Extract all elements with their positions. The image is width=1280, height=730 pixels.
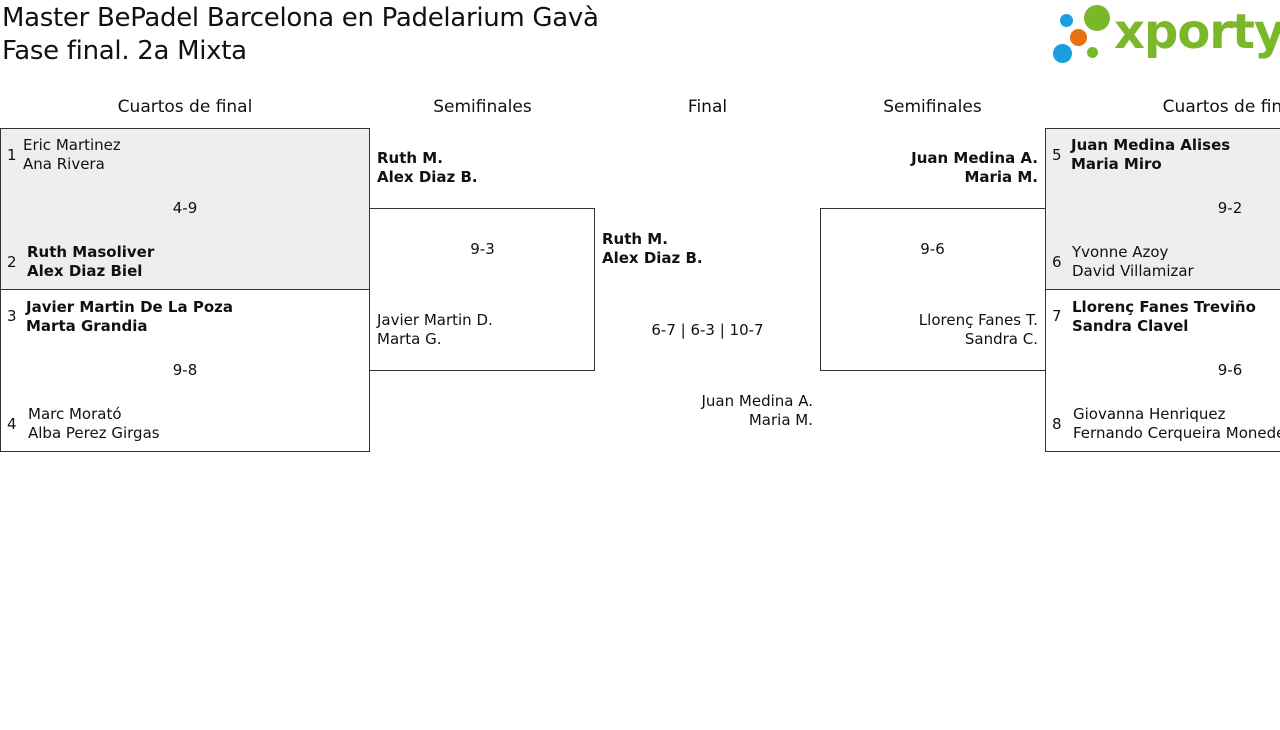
team-seed: 4 bbox=[7, 415, 17, 433]
logo-wordmark: xporty bbox=[1114, 4, 1280, 60]
player-name-finalist[interactable]: Ruth M. bbox=[602, 230, 668, 248]
match-quarterfinal-4[interactable] bbox=[1045, 289, 1280, 452]
player-name-winner[interactable]: Ruth M. bbox=[377, 149, 443, 167]
logo-dot-blue-large bbox=[1053, 44, 1072, 63]
team-seed: 6 bbox=[1052, 253, 1062, 271]
team-seed: 8 bbox=[1052, 415, 1062, 433]
round-title-right-quarterfinals: Cuartos de final bbox=[1162, 97, 1280, 117]
player-name[interactable]: Giovanna Henriquez bbox=[1073, 405, 1226, 423]
match-quarterfinal-3[interactable] bbox=[1045, 128, 1280, 290]
match-score: 9-6 bbox=[1217, 361, 1243, 379]
match-score: 9-2 bbox=[1217, 199, 1243, 217]
match-score: 9-8 bbox=[172, 361, 198, 379]
page-title: Master BePadel Barcelona en Padelarium G… bbox=[2, 2, 599, 68]
player-name[interactable]: David Villamizar bbox=[1072, 262, 1194, 280]
player-name-winner[interactable]: Juan Medina A. bbox=[911, 149, 1038, 167]
player-name-finalist[interactable]: Alex Diaz B. bbox=[602, 249, 703, 267]
player-name[interactable]: Yvonne Azoy bbox=[1072, 243, 1169, 261]
team-seed: 7 bbox=[1052, 307, 1062, 325]
round-title-right-semifinals: Semifinales bbox=[883, 97, 982, 117]
player-name[interactable]: Marta G. bbox=[377, 330, 442, 348]
player-name-winner[interactable]: Maria Miro bbox=[1071, 155, 1162, 173]
player-name-winner[interactable]: Alex Diaz B. bbox=[377, 168, 478, 186]
player-name[interactable]: Sandra C. bbox=[964, 330, 1038, 348]
player-name[interactable]: Ana Rivera bbox=[23, 155, 105, 173]
xporty-logo[interactable]: xporty bbox=[1052, 4, 1280, 66]
match-semifinal-left[interactable] bbox=[369, 208, 595, 371]
team-seed: 1 bbox=[7, 146, 17, 164]
tournament-name: Master BePadel Barcelona en Padelarium G… bbox=[2, 3, 599, 33]
match-score: 9-3 bbox=[470, 240, 495, 258]
player-name-winner[interactable]: Sandra Clavel bbox=[1072, 317, 1189, 335]
match-score: 4-9 bbox=[172, 199, 198, 217]
logo-dot-orange bbox=[1070, 29, 1087, 46]
final-score: 6-7 | 6-3 | 10-7 bbox=[651, 321, 764, 339]
player-name[interactable]: Fernando Cerqueira Monedero bbox=[1073, 424, 1280, 442]
player-name-winner[interactable]: Alex Diaz Biel bbox=[27, 262, 143, 280]
player-name[interactable]: Eric Martinez bbox=[23, 136, 121, 154]
round-title-final: Final bbox=[687, 97, 728, 117]
player-name-winner[interactable]: Llorenç Fanes Treviño bbox=[1072, 298, 1256, 316]
round-title-left-semifinals: Semifinales bbox=[433, 97, 532, 117]
team-seed: 3 bbox=[7, 307, 17, 325]
logo-dot-green-small bbox=[1087, 47, 1098, 58]
player-name-winner[interactable]: Ruth Masoliver bbox=[27, 243, 155, 261]
player-name[interactable]: Llorenç Fanes T. bbox=[918, 311, 1038, 329]
player-name-winner[interactable]: Juan Medina Alises bbox=[1071, 136, 1231, 154]
logo-dot-blue bbox=[1060, 14, 1073, 27]
player-name[interactable]: Alba Perez Girgas bbox=[28, 424, 160, 442]
phase-name: Fase final. 2a Mixta bbox=[2, 36, 247, 66]
player-name[interactable]: Marc Morató bbox=[28, 405, 122, 423]
match-quarterfinal-1[interactable] bbox=[0, 128, 370, 290]
player-name-winner[interactable]: Marta Grandia bbox=[26, 317, 148, 335]
player-name[interactable]: Javier Martin D. bbox=[377, 311, 493, 329]
match-score: 9-6 bbox=[920, 240, 945, 258]
round-title-left-quarterfinals: Cuartos de final bbox=[117, 97, 253, 117]
logo-dot-green-top bbox=[1084, 5, 1110, 31]
player-name-finalist[interactable]: Juan Medina A. bbox=[701, 392, 814, 410]
team-seed: 5 bbox=[1052, 146, 1062, 164]
player-name-winner[interactable]: Javier Martin De La Poza bbox=[26, 298, 233, 316]
team-seed: 2 bbox=[7, 253, 17, 271]
player-name-finalist[interactable]: Maria M. bbox=[748, 411, 813, 429]
player-name-winner[interactable]: Maria M. bbox=[964, 168, 1038, 186]
